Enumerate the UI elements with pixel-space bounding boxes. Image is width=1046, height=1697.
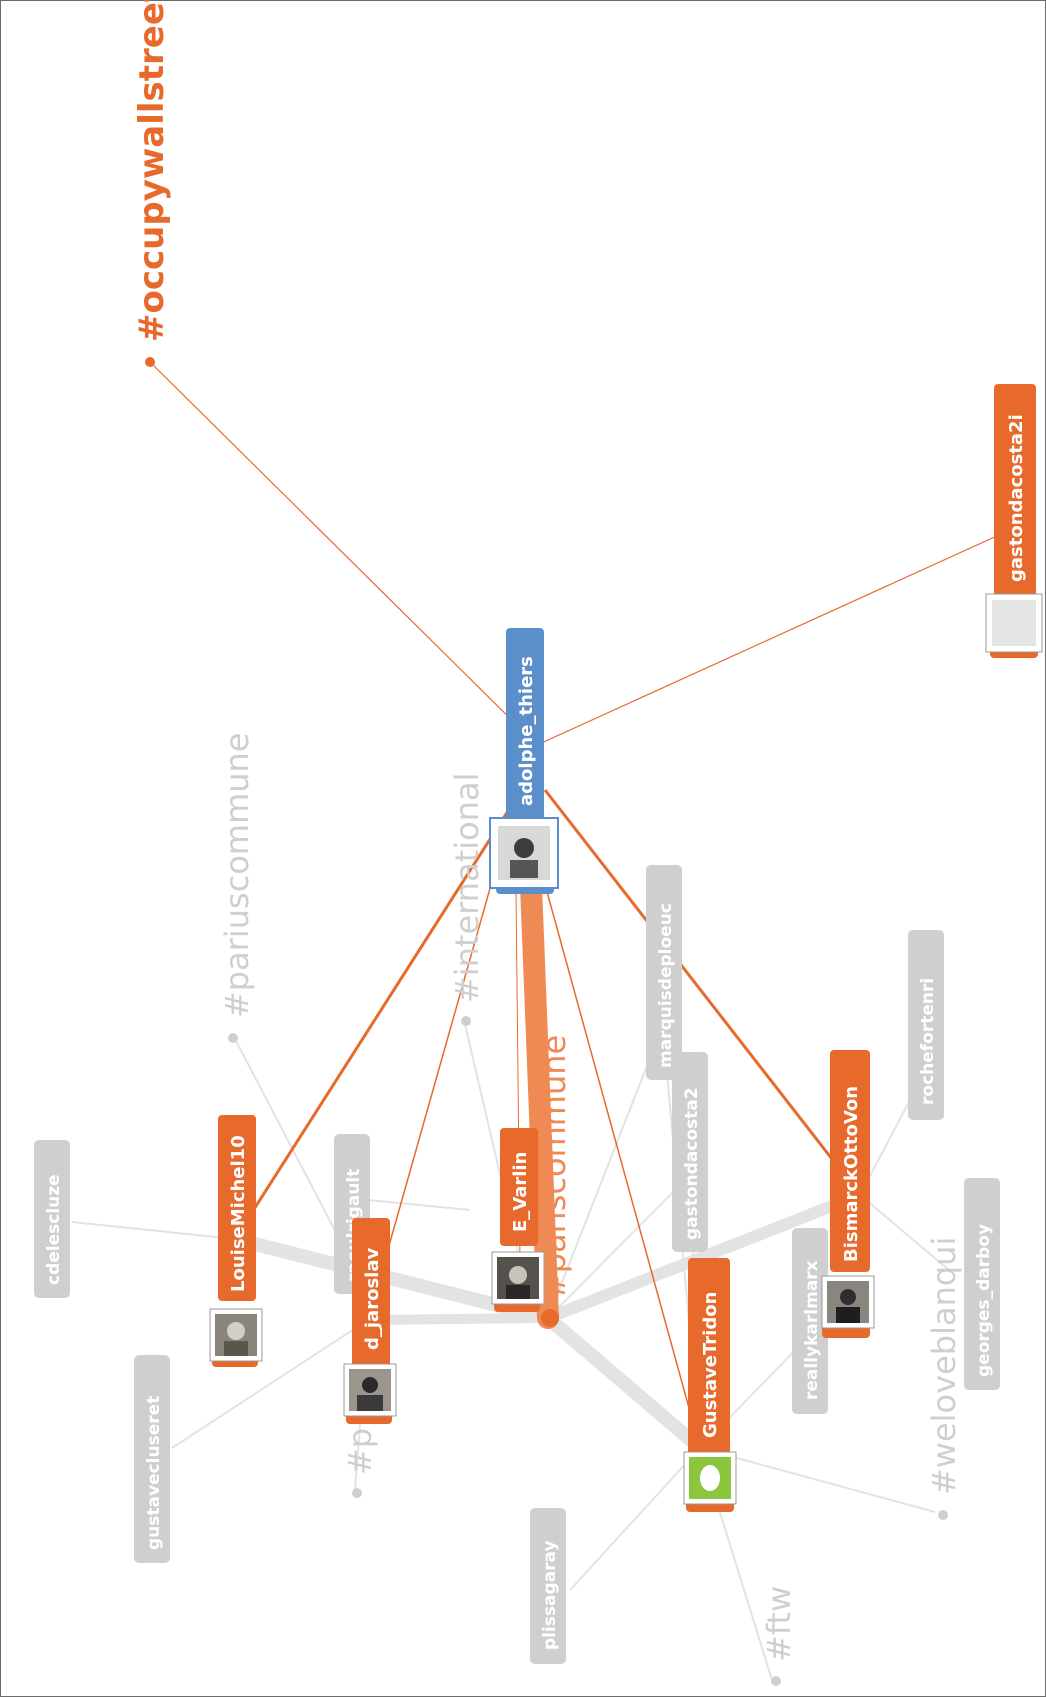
user-gastondacosta2i[interactable]: gastondacosta2i: [985, 384, 1043, 658]
label-box: [218, 1115, 256, 1301]
label-box: [964, 1178, 1000, 1390]
gray-user-marquisdeploeuc[interactable]: marquisdeploeuc: [646, 865, 682, 1080]
user-adolphe_thiers[interactable]: adolphe_thiers: [489, 628, 559, 894]
label-box: [994, 384, 1036, 596]
pariscommune-node-dot: [541, 1309, 559, 1327]
label-box: [500, 1128, 538, 1246]
user-label: gastondacosta2i: [1006, 414, 1027, 582]
user-E_Varlin[interactable]: E_Varlin: [491, 1128, 545, 1312]
gray-user-cdelescluze[interactable]: cdelescluze: [34, 1140, 70, 1298]
label-box: [646, 865, 682, 1080]
tag-dot: [771, 1676, 781, 1686]
tag-label-ftw: #ftw: [760, 1586, 798, 1662]
tag-dot: [938, 1510, 948, 1520]
gray-user-label: gustavecluseret: [144, 1396, 164, 1550]
user-label: LouiseMichel10: [228, 1135, 249, 1292]
gray-user-rochefortenri[interactable]: rochefortenri: [908, 930, 944, 1120]
user-label: BismarckOttoVon: [841, 1086, 862, 1262]
tag-dot: [228, 1033, 238, 1043]
user-d_jaroslav[interactable]: d_jaroslav: [343, 1218, 397, 1424]
label-box: [688, 1258, 730, 1456]
label-box: [830, 1050, 870, 1272]
gray-user-label: georges_darboy: [974, 1224, 994, 1377]
label-box: [352, 1218, 390, 1368]
label-box: [672, 1052, 708, 1252]
tag-pariuscommune[interactable]: #pariuscommune: [218, 733, 256, 1044]
gray-user-gastondacosta2[interactable]: gastondacosta2: [672, 1052, 708, 1252]
user-GustaveTridon[interactable]: GustaveTridon: [683, 1258, 737, 1512]
tag-label-occupywallstreet: #occupywallstreet: [132, 0, 172, 342]
gray-user-label: plissagaray: [540, 1540, 560, 1650]
gray-user-label: gastondacosta2: [682, 1087, 702, 1240]
orange-edges: [149, 361, 1011, 1449]
gray-user-label: reallykarlmarx: [802, 1260, 822, 1400]
label-box: [134, 1355, 170, 1563]
tag-dot: [352, 1488, 362, 1498]
gray-user-label: marquisdeploeuc: [656, 903, 676, 1068]
gray-user-label: rochefortenri: [918, 978, 938, 1105]
label-box: [792, 1228, 828, 1414]
tag-label-international: #international: [448, 773, 486, 1004]
tag-occupywallstreet[interactable]: #occupywallstreet: [132, 0, 172, 367]
gray-user-plissagaray[interactable]: plissagaray: [530, 1508, 566, 1664]
pariscommune-edge: [519, 849, 559, 1329]
gray-user-gustavecluseret[interactable]: gustavecluseret: [134, 1355, 170, 1563]
gray-user-georges_darboy[interactable]: georges_darboy: [964, 1178, 1000, 1390]
blank-avatar-icon: [992, 600, 1036, 646]
user-LouiseMichel10[interactable]: LouiseMichel10: [209, 1115, 263, 1367]
tag-dot: [461, 1016, 471, 1026]
gray-user-reallykarlmarx[interactable]: reallykarlmarx: [792, 1228, 828, 1414]
tag-p[interactable]: #p: [341, 1428, 379, 1498]
label-box: [530, 1508, 566, 1664]
tag-label-p: #p: [341, 1428, 379, 1475]
tag-label-weloveblanqui: #weloveblanqui: [925, 1237, 963, 1495]
tag-ftw[interactable]: #ftw: [760, 1586, 798, 1686]
tag-label-pariuscommune: #pariuscommune: [218, 733, 256, 1019]
label-box: [908, 930, 944, 1120]
user-label: E_Varlin: [510, 1152, 531, 1232]
user-label: d_jaroslav: [362, 1248, 383, 1350]
gray-user-label: cdelescluze: [44, 1174, 64, 1285]
tag-weloveblanqui[interactable]: #weloveblanqui: [925, 1237, 963, 1520]
user-label: adolphe_thiers: [516, 656, 537, 806]
user-label: GustaveTridon: [700, 1292, 721, 1438]
tag-dot: [145, 357, 155, 367]
label-box: [506, 628, 544, 824]
user-BismarckOttoVon[interactable]: BismarckOttoVon: [821, 1050, 875, 1338]
tag-international[interactable]: #international: [448, 773, 486, 1027]
label-box: [34, 1140, 70, 1298]
